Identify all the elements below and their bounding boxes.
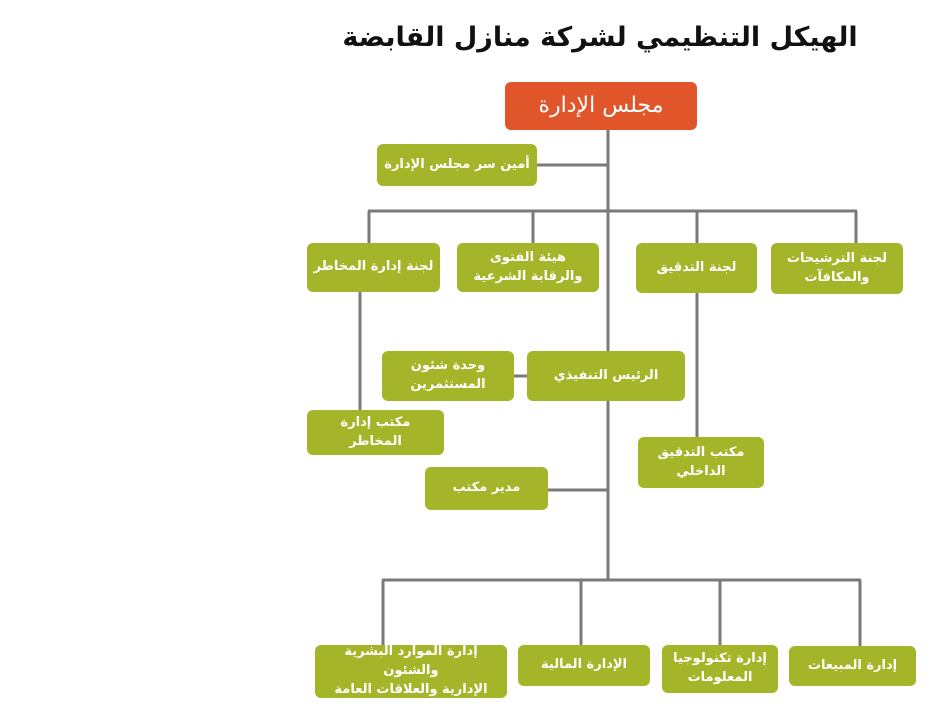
node-nominations-committee: لجنة الترشيحات والمكافآت bbox=[771, 243, 903, 294]
node-risk-office: مكتب إدارة المخاطر bbox=[307, 410, 444, 455]
node-sharia-board: هيئة الفتوى والرقابة الشرعية bbox=[457, 243, 599, 292]
node-hr-admin: إدارة الموارد البشرية والشئون الإدارية و… bbox=[315, 644, 507, 698]
node-board: مجلس الإدارة bbox=[505, 82, 697, 130]
node-risk-committee: لجنة إدارة المخاطر bbox=[307, 243, 440, 292]
node-secretary: أمين سر مجلس الإدارة bbox=[377, 144, 537, 186]
node-finance: الإدارة المالية bbox=[518, 645, 650, 686]
chart-title: الهيكل التنظيمي لشركة منازل القابضة bbox=[342, 22, 858, 53]
node-audit-committee: لجنة التدقيق bbox=[636, 243, 757, 293]
node-ceo: الرئيس التنفيذي bbox=[527, 351, 685, 401]
node-internal-audit-office: مكتب التدقيق الداخلي bbox=[638, 437, 764, 488]
node-sales: إدارة المبيعات bbox=[789, 646, 916, 686]
node-office-manager: مدير مكتب bbox=[425, 467, 548, 510]
node-investor-relations: وحدة شئون المستثمرين bbox=[382, 351, 514, 401]
node-it: إدارة تكنولوجيا المعلومات bbox=[662, 645, 778, 693]
